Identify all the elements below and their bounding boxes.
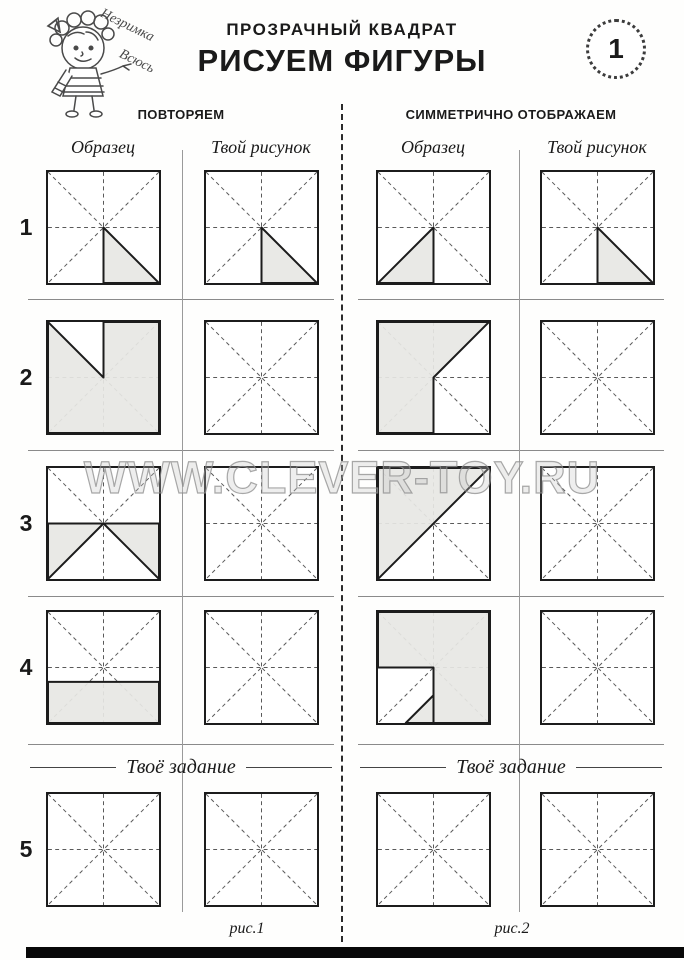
figure-caption-1: рис.1 bbox=[229, 920, 265, 937]
rule-line bbox=[360, 767, 447, 768]
row-separator bbox=[358, 299, 664, 300]
square-guide-grid bbox=[378, 172, 489, 283]
grid-cell-row2-col4 bbox=[540, 320, 655, 435]
square-guide-grid bbox=[48, 612, 159, 723]
task-header-label: Твоё задание bbox=[456, 756, 566, 778]
square-guide-grid bbox=[378, 794, 489, 905]
figure-shape bbox=[404, 694, 435, 723]
column-header-sample-right: Образец bbox=[400, 137, 466, 157]
column-header-drawing-right: Твой рисунок bbox=[547, 137, 647, 157]
column-header-drawing-left: Твой рисунок bbox=[211, 137, 311, 157]
task-header-right: Твоё задание bbox=[360, 756, 663, 779]
grid-cell-row3-col2 bbox=[204, 466, 319, 581]
square-guide-grid bbox=[48, 794, 159, 905]
page-header: ПРОЗРАЧНЫЙ КВАДРАТ РИСУЕМ ФИГУРЫ bbox=[0, 20, 684, 79]
task-header-left: Твоё задание bbox=[30, 756, 333, 779]
row-separator bbox=[28, 299, 334, 300]
figure-caption-2: рис.2 bbox=[494, 920, 530, 937]
row-separator bbox=[28, 744, 334, 745]
figure-shape bbox=[48, 522, 105, 579]
row-number-1: 1 bbox=[19, 214, 33, 240]
figure-shape bbox=[48, 680, 159, 723]
rule-line bbox=[575, 767, 663, 768]
grid-cell-row2-col1 bbox=[46, 320, 161, 435]
square-guide-grid bbox=[206, 468, 317, 579]
grid-cell-row5-col4 bbox=[540, 792, 655, 907]
column-separator bbox=[519, 150, 520, 912]
figure-shape bbox=[48, 322, 159, 433]
grid-cell-row4-col3 bbox=[376, 610, 491, 725]
square-guide-grid bbox=[206, 612, 317, 723]
square-guide-grid bbox=[542, 468, 653, 579]
grid-cell-row1-col1 bbox=[46, 170, 161, 285]
row-separator bbox=[358, 450, 664, 451]
row-number-5: 5 bbox=[19, 836, 33, 862]
mascot-illustration bbox=[46, 10, 132, 118]
grid-cell-row4-col2 bbox=[204, 610, 319, 725]
page-number-badge: 1 bbox=[586, 19, 646, 79]
figure-shape bbox=[102, 522, 159, 579]
row-separator bbox=[358, 744, 664, 745]
square-guide-grid bbox=[542, 794, 653, 905]
rule-line bbox=[30, 767, 117, 768]
rule-line bbox=[245, 767, 333, 768]
grid-cell-row1-col4 bbox=[540, 170, 655, 285]
square-guide-grid bbox=[48, 468, 159, 579]
square-guide-grid bbox=[542, 612, 653, 723]
square-guide-grid bbox=[378, 468, 489, 579]
square-guide-grid bbox=[48, 172, 159, 283]
row-separator bbox=[28, 596, 334, 597]
series-title: ПРОЗРАЧНЫЙ КВАДРАТ bbox=[226, 20, 458, 39]
grid-cell-row3-col1 bbox=[46, 466, 161, 581]
square-guide-grid bbox=[542, 172, 653, 283]
square-guide-grid bbox=[378, 612, 489, 723]
grid-cell-row1-col3 bbox=[376, 170, 491, 285]
row-number-2: 2 bbox=[19, 364, 33, 390]
figure-shape bbox=[378, 612, 489, 723]
task-header-label: Твоё задание bbox=[126, 756, 236, 778]
row-separator bbox=[358, 596, 664, 597]
figure-shape bbox=[378, 322, 489, 433]
row-number-3: 3 bbox=[19, 510, 33, 536]
square-guide-grid bbox=[206, 172, 317, 283]
column-header-sample-left: Образец bbox=[70, 137, 136, 157]
grid-cell-row1-col2 bbox=[204, 170, 319, 285]
square-guide-grid bbox=[206, 322, 317, 433]
grid-cell-row5-col3 bbox=[376, 792, 491, 907]
square-guide-grid bbox=[542, 322, 653, 433]
page-number: 1 bbox=[608, 33, 624, 64]
figure-shape bbox=[260, 226, 317, 283]
mascot: Незримка Всюсь bbox=[6, 4, 182, 132]
figure-shape bbox=[102, 226, 159, 283]
row-number-4: 4 bbox=[19, 654, 33, 680]
grid-cell-row4-col1 bbox=[46, 610, 161, 725]
column-separator bbox=[182, 150, 183, 912]
section-header-repeat: ПОВТОРЯЕМ bbox=[137, 107, 225, 122]
scan-edge-artifact bbox=[26, 947, 684, 958]
center-dashed-divider bbox=[341, 104, 343, 942]
figure-shape bbox=[596, 226, 653, 283]
grid-cell-row3-col3 bbox=[376, 466, 491, 581]
page-title: РИСУЕМ ФИГУРЫ bbox=[197, 43, 487, 78]
grid-cell-row2-col2 bbox=[204, 320, 319, 435]
figure-shape bbox=[378, 226, 435, 283]
grid-cell-row5-col2 bbox=[204, 792, 319, 907]
row-separator bbox=[28, 450, 334, 451]
grid-cell-row3-col4 bbox=[540, 466, 655, 581]
square-guide-grid bbox=[378, 322, 489, 433]
grid-cell-row4-col4 bbox=[540, 610, 655, 725]
section-header-mirror: СИММЕТРИЧНО ОТОБРАЖАЕМ bbox=[405, 107, 617, 122]
square-guide-grid bbox=[206, 794, 317, 905]
grid-cell-row2-col3 bbox=[376, 320, 491, 435]
figure-shape bbox=[378, 468, 489, 579]
grid-cell-row5-col1 bbox=[46, 792, 161, 907]
square-guide-grid bbox=[48, 322, 159, 433]
